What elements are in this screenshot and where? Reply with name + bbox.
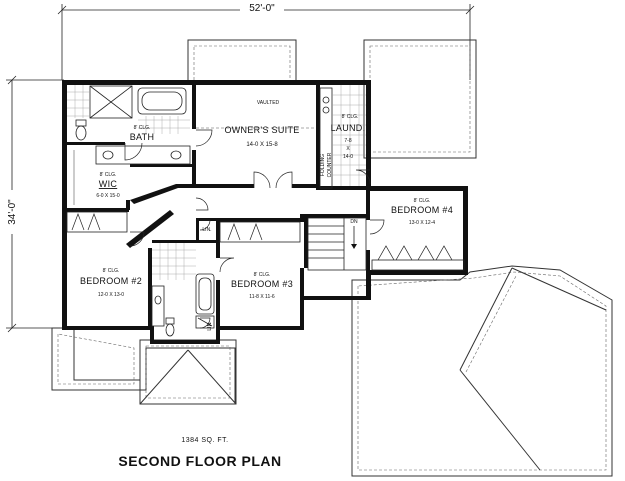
bedroom4-ceiling: 8' CLG. bbox=[414, 198, 431, 204]
bedroom2-ceiling: 8' CLG. bbox=[103, 268, 120, 274]
bedroom3-size: 11-8 X 11-6 bbox=[249, 294, 275, 300]
room-bedroom4: 8' CLG. BEDROOM #4 13-0 X 12-4 bbox=[391, 198, 453, 226]
room-bedroom2: 8' CLG. BEDROOM #2 12-0 X 13-0 bbox=[80, 268, 142, 298]
laundry-fixtures bbox=[319, 85, 366, 189]
wic-size: 6-0 X 15-0 bbox=[96, 193, 120, 199]
bedroom3-ceiling: 8' CLG. bbox=[254, 272, 271, 278]
room-bedroom3: 8' CLG. BEDROOM #3 11-8 X 11-6 bbox=[231, 272, 293, 300]
owners-suite-name: OWNER'S SUITE bbox=[224, 125, 299, 135]
bath-name: BATH bbox=[130, 132, 155, 142]
folding-counter-line2: COUNTER bbox=[327, 152, 333, 177]
folding-counter-line1: FOLDING bbox=[320, 154, 326, 176]
bedroom2-size: 12-0 X 13-0 bbox=[98, 292, 124, 298]
owners-suite-ceiling: VAULTED bbox=[257, 100, 280, 106]
depth-dimension-label: 34'-0" bbox=[7, 199, 18, 225]
wic-ceiling: 8' CLG. bbox=[100, 172, 117, 178]
width-dimension: 52'-0" bbox=[57, 2, 475, 80]
laundry-name: LAUND. bbox=[331, 123, 366, 133]
folding-counter-label: FOLDING COUNTER bbox=[320, 152, 333, 177]
area-label: 1384 SQ. FT. bbox=[181, 437, 228, 444]
plan-title: SECOND FLOOR PLAN bbox=[118, 453, 281, 469]
hall-bath-fixtures bbox=[151, 243, 215, 337]
room-wic: 8' CLG. WIC 6-0 X 15-0 bbox=[96, 172, 120, 199]
laundry-ceiling: 8' CLG. bbox=[342, 114, 359, 120]
room-laundry: 8' CLG. LAUND. 7-8 X 14-0 bbox=[331, 114, 366, 160]
linen-closet-lower-label: LIN. bbox=[207, 321, 213, 330]
laundry-size-x: X bbox=[346, 146, 350, 152]
bedroom4-name: BEDROOM #4 bbox=[391, 205, 453, 215]
stairs-down-label: DN bbox=[350, 219, 358, 225]
interior-walls bbox=[67, 85, 370, 330]
width-dimension-label: 52'-0" bbox=[249, 3, 275, 14]
room-owners-suite: VAULTED OWNER'S SUITE 14-0 X 15-8 bbox=[224, 100, 299, 148]
wic-name: WIC bbox=[99, 179, 118, 189]
staircase bbox=[307, 217, 367, 271]
owners-suite-size: 14-0 X 15-8 bbox=[246, 142, 278, 148]
roof-outlines bbox=[51, 39, 613, 477]
bedroom4-size: 13-0 X 12-4 bbox=[409, 220, 435, 226]
doors bbox=[66, 129, 465, 329]
linen-closet-upper-label: LIN. bbox=[202, 227, 211, 233]
depth-dimension: 34'-0" bbox=[4, 75, 64, 333]
room-bath: 8' CLG. BATH bbox=[130, 125, 155, 142]
laundry-size-b: 14-0 bbox=[343, 154, 353, 160]
bedroom2-name: BEDROOM #2 bbox=[80, 276, 142, 286]
laundry-size-a: 7-8 bbox=[344, 138, 351, 144]
bath-fixtures bbox=[67, 85, 191, 165]
bedroom3-name: BEDROOM #3 bbox=[231, 279, 293, 289]
exterior-walls bbox=[62, 80, 468, 344]
bath-ceiling: 8' CLG. bbox=[134, 125, 151, 131]
